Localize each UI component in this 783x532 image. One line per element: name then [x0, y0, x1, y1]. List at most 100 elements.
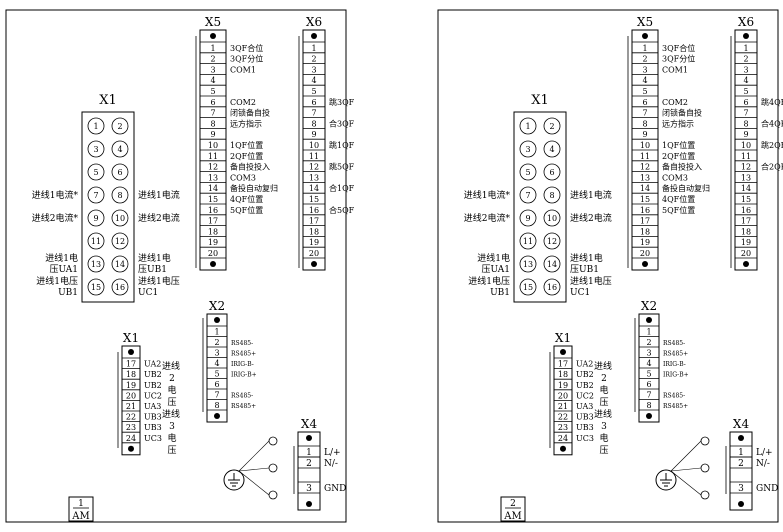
terminal-label: 合2QF: [761, 162, 783, 172]
terminal-number: 22: [558, 413, 568, 422]
terminal-number: 18: [309, 227, 319, 236]
terminal-number: 13: [91, 260, 101, 269]
terminal-circle: [543, 163, 561, 181]
terminal-circle: [543, 140, 561, 158]
terminal-label: 5QF位置: [662, 205, 695, 215]
terminal-label: GND: [756, 484, 778, 494]
terminal-label: 1QF位置: [230, 140, 263, 150]
side-text: 进线: [162, 360, 180, 372]
x4-title: X4: [733, 417, 750, 431]
terminal-label: N/-: [324, 459, 338, 469]
terminal-number: 2: [117, 122, 122, 131]
terminal-number: 9: [642, 130, 647, 139]
terminal-number: 10: [115, 214, 125, 223]
terminal-number: 6: [642, 98, 647, 107]
svg-text:进线1电压: 进线1电压: [138, 275, 180, 287]
svg-text:进线2电流: 进线2电流: [570, 212, 612, 224]
x1-top-frame: [513, 111, 567, 303]
terminal-number: 14: [309, 184, 319, 193]
mounting-dot: [646, 317, 652, 323]
mounting-dot: [128, 349, 134, 355]
side-text: 3: [169, 422, 175, 432]
mounting-dot: [642, 33, 648, 39]
terminal-number: 16: [547, 283, 557, 292]
terminal-circle: [519, 278, 537, 296]
terminal-label: UA2: [576, 360, 593, 369]
terminal-circle: [111, 163, 129, 181]
terminal-number: 5: [214, 370, 219, 379]
svg-text:进线1电压: 进线1电压: [468, 275, 510, 287]
side-text: 电: [599, 384, 608, 396]
x1-top-title: X1: [99, 93, 117, 108]
am-number: 2: [510, 499, 516, 509]
terminal-number: 18: [126, 370, 136, 379]
terminal-label: UA3: [144, 402, 161, 411]
terminal-number: 13: [309, 173, 319, 182]
terminal-number: 21: [558, 402, 568, 411]
terminal-label: 5QF位置: [230, 205, 263, 215]
terminal-number: 11: [91, 237, 101, 246]
terminal-number: 11: [741, 152, 751, 161]
terminal-number: 15: [523, 283, 533, 292]
svg-text:进线2电流*: 进线2电流*: [32, 212, 79, 224]
side-text: 压: [599, 397, 608, 408]
svg-text:进线1电流: 进线1电流: [138, 189, 180, 201]
ground-switch-symbol: [223, 436, 278, 500]
side-text: 压: [599, 445, 608, 456]
svg-text:进线1电: 进线1电: [570, 252, 603, 264]
terminal-circle: [543, 186, 561, 204]
side-text: 电: [599, 432, 608, 444]
svg-text:压UA1: 压UA1: [49, 264, 78, 275]
terminal-number: 3: [93, 145, 98, 154]
terminal-label: UB2: [576, 381, 594, 390]
terminal-number: 14: [640, 184, 650, 193]
am-label-box: 1AM: [68, 496, 94, 522]
terminal-number: 18: [558, 370, 568, 379]
terminal-label: 备自投投入: [230, 162, 270, 172]
terminal-number: 15: [741, 195, 751, 204]
terminal-label: 3QF合位: [662, 43, 695, 53]
terminal-circle: [87, 255, 105, 273]
terminal-label: 备投自动复归: [230, 183, 278, 193]
terminal-number: 4: [642, 76, 647, 85]
svg-text:进线1电压: 进线1电压: [36, 275, 78, 287]
terminal-number: 2: [210, 55, 215, 64]
terminal-number: 19: [558, 381, 568, 390]
terminal-label: 跳3QF: [329, 97, 355, 107]
x6-strip: X6123456跳4QF78合4QF910跳2QF1112合2QF1314151…: [734, 15, 783, 271]
terminal-circle: [519, 232, 537, 250]
terminal-number: 11: [309, 152, 319, 161]
x1-top-frame: [81, 111, 135, 303]
terminal-number: 5: [210, 87, 215, 96]
terminal-number: 8: [311, 119, 316, 128]
svg-text:进线1电: 进线1电: [45, 252, 78, 264]
svg-text:进线1电: 进线1电: [138, 252, 171, 264]
svg-text:进线1电流*: 进线1电流*: [464, 189, 511, 201]
terminal-number: 18: [640, 227, 650, 236]
terminal-circle: [111, 117, 129, 135]
terminal-number: 3: [311, 65, 316, 74]
x2-strip-title: X2: [209, 299, 225, 313]
terminal-label: COM1: [230, 65, 256, 74]
svg-text:UB1: UB1: [58, 288, 78, 298]
terminal-number: 14: [547, 260, 557, 269]
terminal-number: 8: [214, 401, 219, 410]
terminal-number: 4: [646, 359, 651, 368]
terminal-label: COM3: [230, 173, 256, 182]
terminal-label: 远方指示: [230, 118, 262, 128]
terminal-number: 12: [547, 237, 557, 246]
terminal-number: 10: [309, 141, 319, 150]
terminal-number: 2: [311, 55, 316, 64]
side-text: 进线: [594, 408, 612, 420]
terminal-number: 5: [525, 168, 530, 177]
terminal-number: 7: [210, 109, 215, 118]
terminal-number: 4: [311, 76, 316, 85]
terminal-number: 19: [208, 238, 218, 247]
terminal-label: RS485-: [663, 340, 685, 347]
terminal-number: 13: [523, 260, 533, 269]
terminal-label: RS485+: [663, 403, 688, 410]
